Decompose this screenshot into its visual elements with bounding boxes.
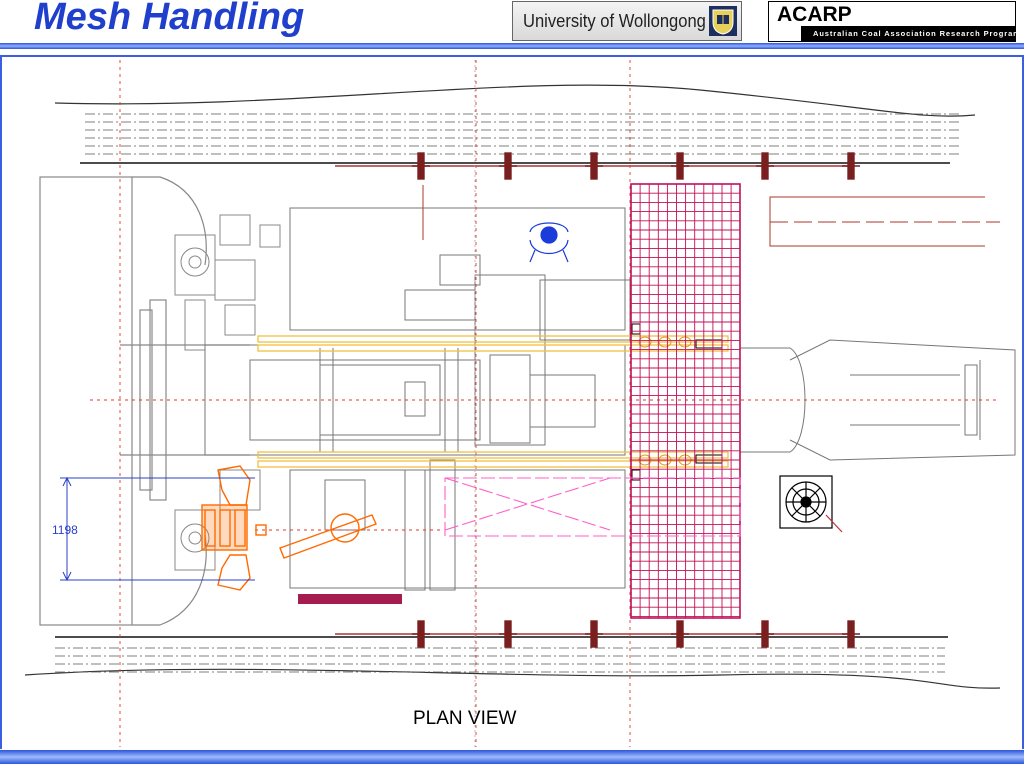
- plan-view-caption: PLAN VIEW: [413, 708, 517, 729]
- boom-connectors: [638, 336, 692, 466]
- university-logo-text: University of Wollongong: [523, 11, 706, 31]
- operator-icon: [529, 222, 569, 263]
- rib-bolts-top: [335, 152, 860, 180]
- crest-icon: [709, 6, 737, 36]
- cable-reel-icon: [779, 475, 843, 533]
- center-lines: [90, 60, 1000, 747]
- roadway-edges: [24, 84, 1001, 689]
- dimension-label: 1198: [52, 523, 78, 537]
- acarp-logo-tagline: Australian Coal Association Research Pro…: [813, 29, 1021, 38]
- machine-body: [204, 207, 631, 591]
- rib-bolts-bottom: [335, 620, 860, 648]
- mesh-cross-bracing: [444, 477, 741, 537]
- acarp-logo-bar: [801, 26, 1015, 41]
- strata-lines-top: [85, 113, 960, 155]
- frame-top: [0, 55, 1024, 57]
- mesh-sheet: [630, 183, 741, 619]
- cutter-head: [39, 176, 250, 626]
- dimension-1198: [60, 476, 255, 582]
- plan-view-drawing: 1198: [24, 60, 1016, 747]
- slide-title: Mesh Handling: [34, 0, 305, 38]
- frame-right: [1022, 55, 1024, 749]
- rib-lines: [55, 162, 950, 638]
- footer-rule: [0, 750, 1024, 764]
- mesh-handler: [201, 465, 377, 591]
- acarp-logo: ACARP Australian Coal Association Resear…: [768, 1, 1020, 42]
- loading-arms: [174, 214, 281, 571]
- acarp-logo-name: ACARP: [777, 3, 852, 26]
- mesh-magazine: [298, 594, 402, 604]
- frame-left: [0, 55, 2, 749]
- boom-rails: [257, 335, 729, 468]
- strata-lines-bottom: [55, 647, 945, 673]
- university-logo: University of Wollongong: [512, 1, 742, 41]
- bolting-rig-outline: [422, 185, 1000, 247]
- header-rule: [0, 43, 1024, 49]
